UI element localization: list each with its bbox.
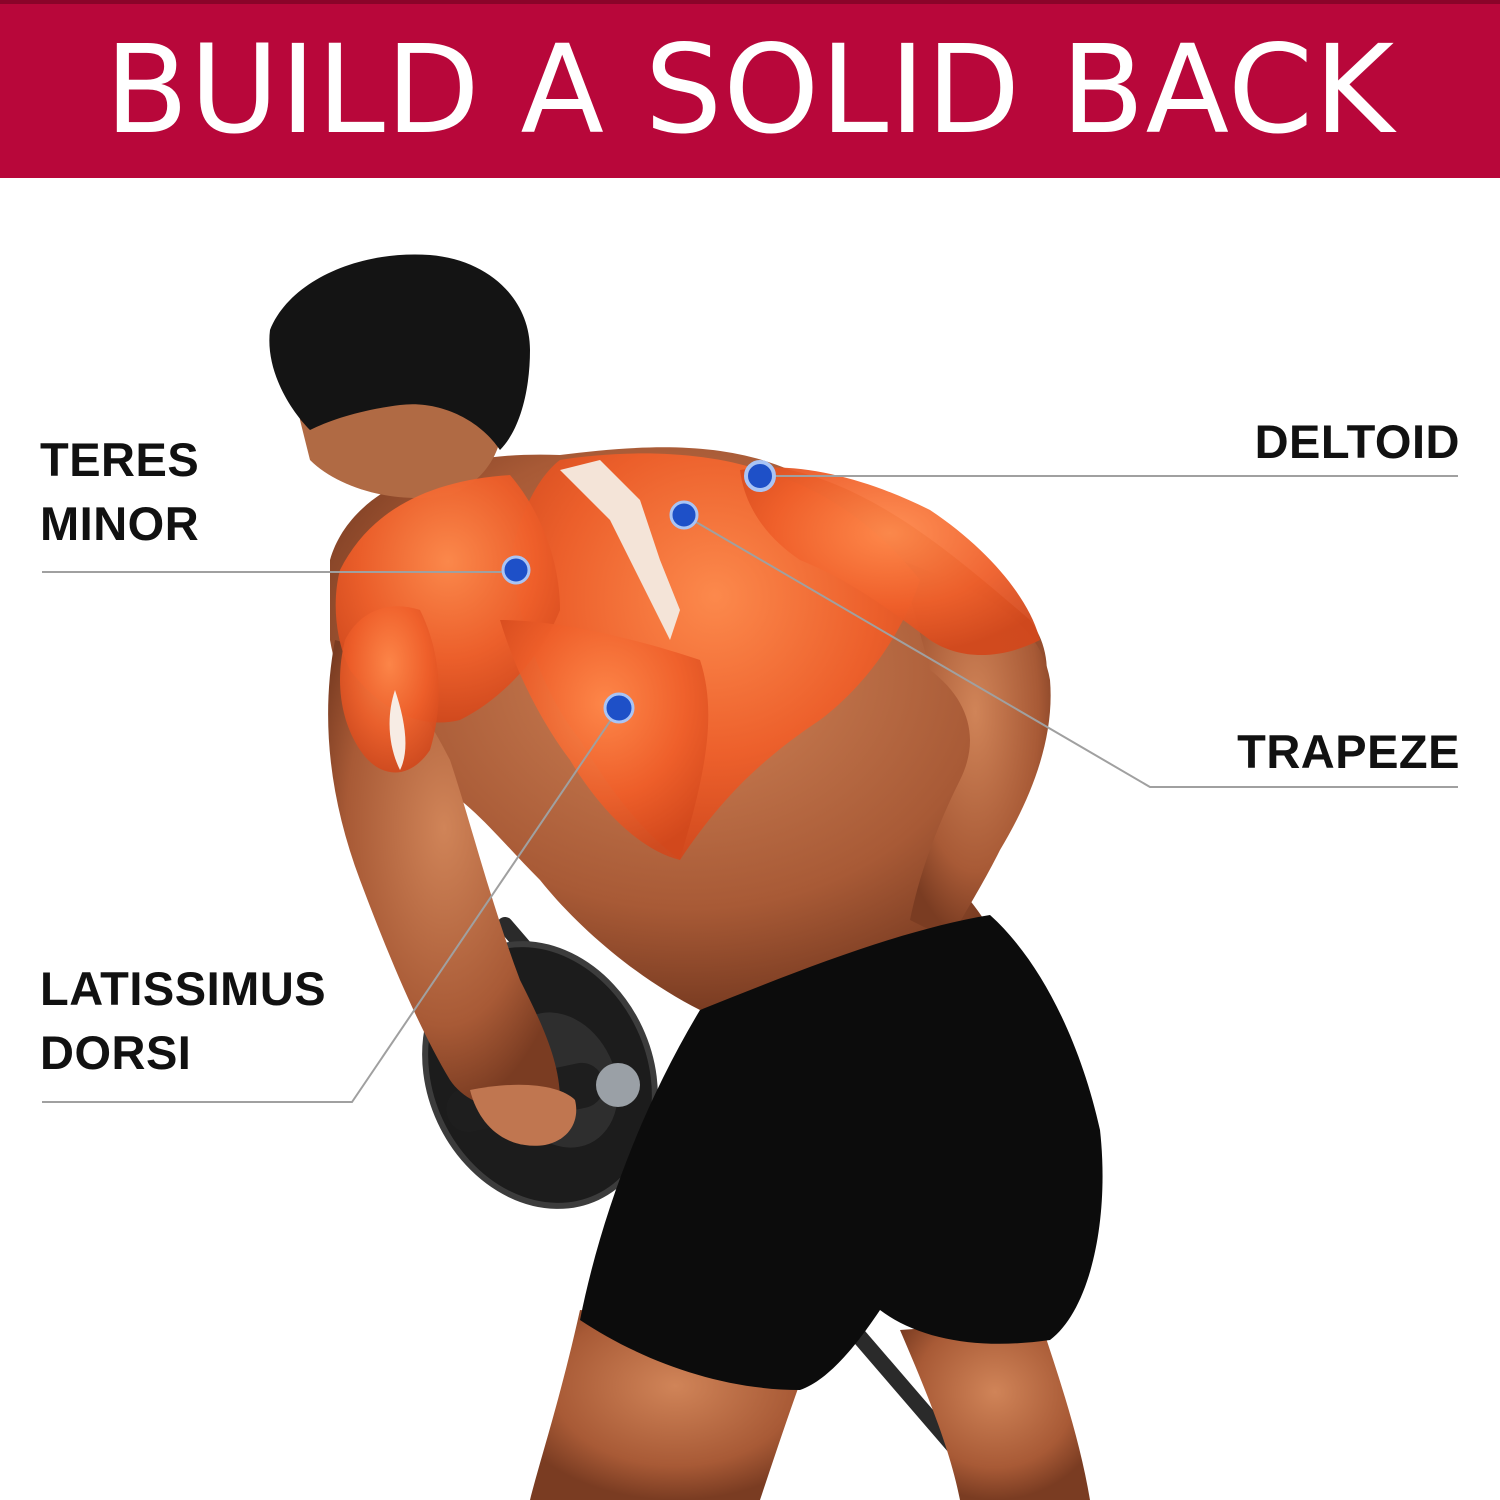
head	[269, 254, 530, 499]
right-arm	[900, 560, 1051, 940]
label-latissimus-dorsi: LATISSIMUS DORSI	[40, 957, 326, 1085]
label-trapeze: TRAPEZE	[1237, 720, 1460, 784]
leader-line-latissimus-dorsi	[42, 707, 620, 1103]
marker-trapeze	[669, 500, 699, 530]
label-teres-minor: TERES MINOR	[40, 428, 199, 556]
label-teres-minor-line1: TERES	[40, 433, 200, 486]
anatomy-illustration	[42, 254, 1458, 1500]
marker-deltoid	[744, 460, 776, 492]
label-deltoid: DELTOID	[1255, 410, 1460, 474]
marker-latissimus-dorsi	[603, 692, 635, 724]
header-banner: BUILD A SOLID BACK	[0, 0, 1500, 178]
marker-teres-minor	[501, 555, 531, 585]
label-teres-minor-line2: MINOR	[40, 497, 200, 550]
hand	[470, 1084, 577, 1146]
label-trapeze-line1: TRAPEZE	[1237, 725, 1460, 778]
page-title: BUILD A SOLID BACK	[104, 19, 1396, 161]
muscle-overlay	[335, 453, 1040, 860]
leader-line-trapeze	[683, 514, 1458, 788]
markers	[501, 460, 776, 724]
label-deltoid-line1: DELTOID	[1254, 415, 1460, 468]
shorts	[580, 915, 1103, 1390]
label-latissimus-dorsi-line1: LATISSIMUS	[40, 962, 327, 1015]
label-latissimus-dorsi-line2: DORSI	[40, 1026, 192, 1079]
